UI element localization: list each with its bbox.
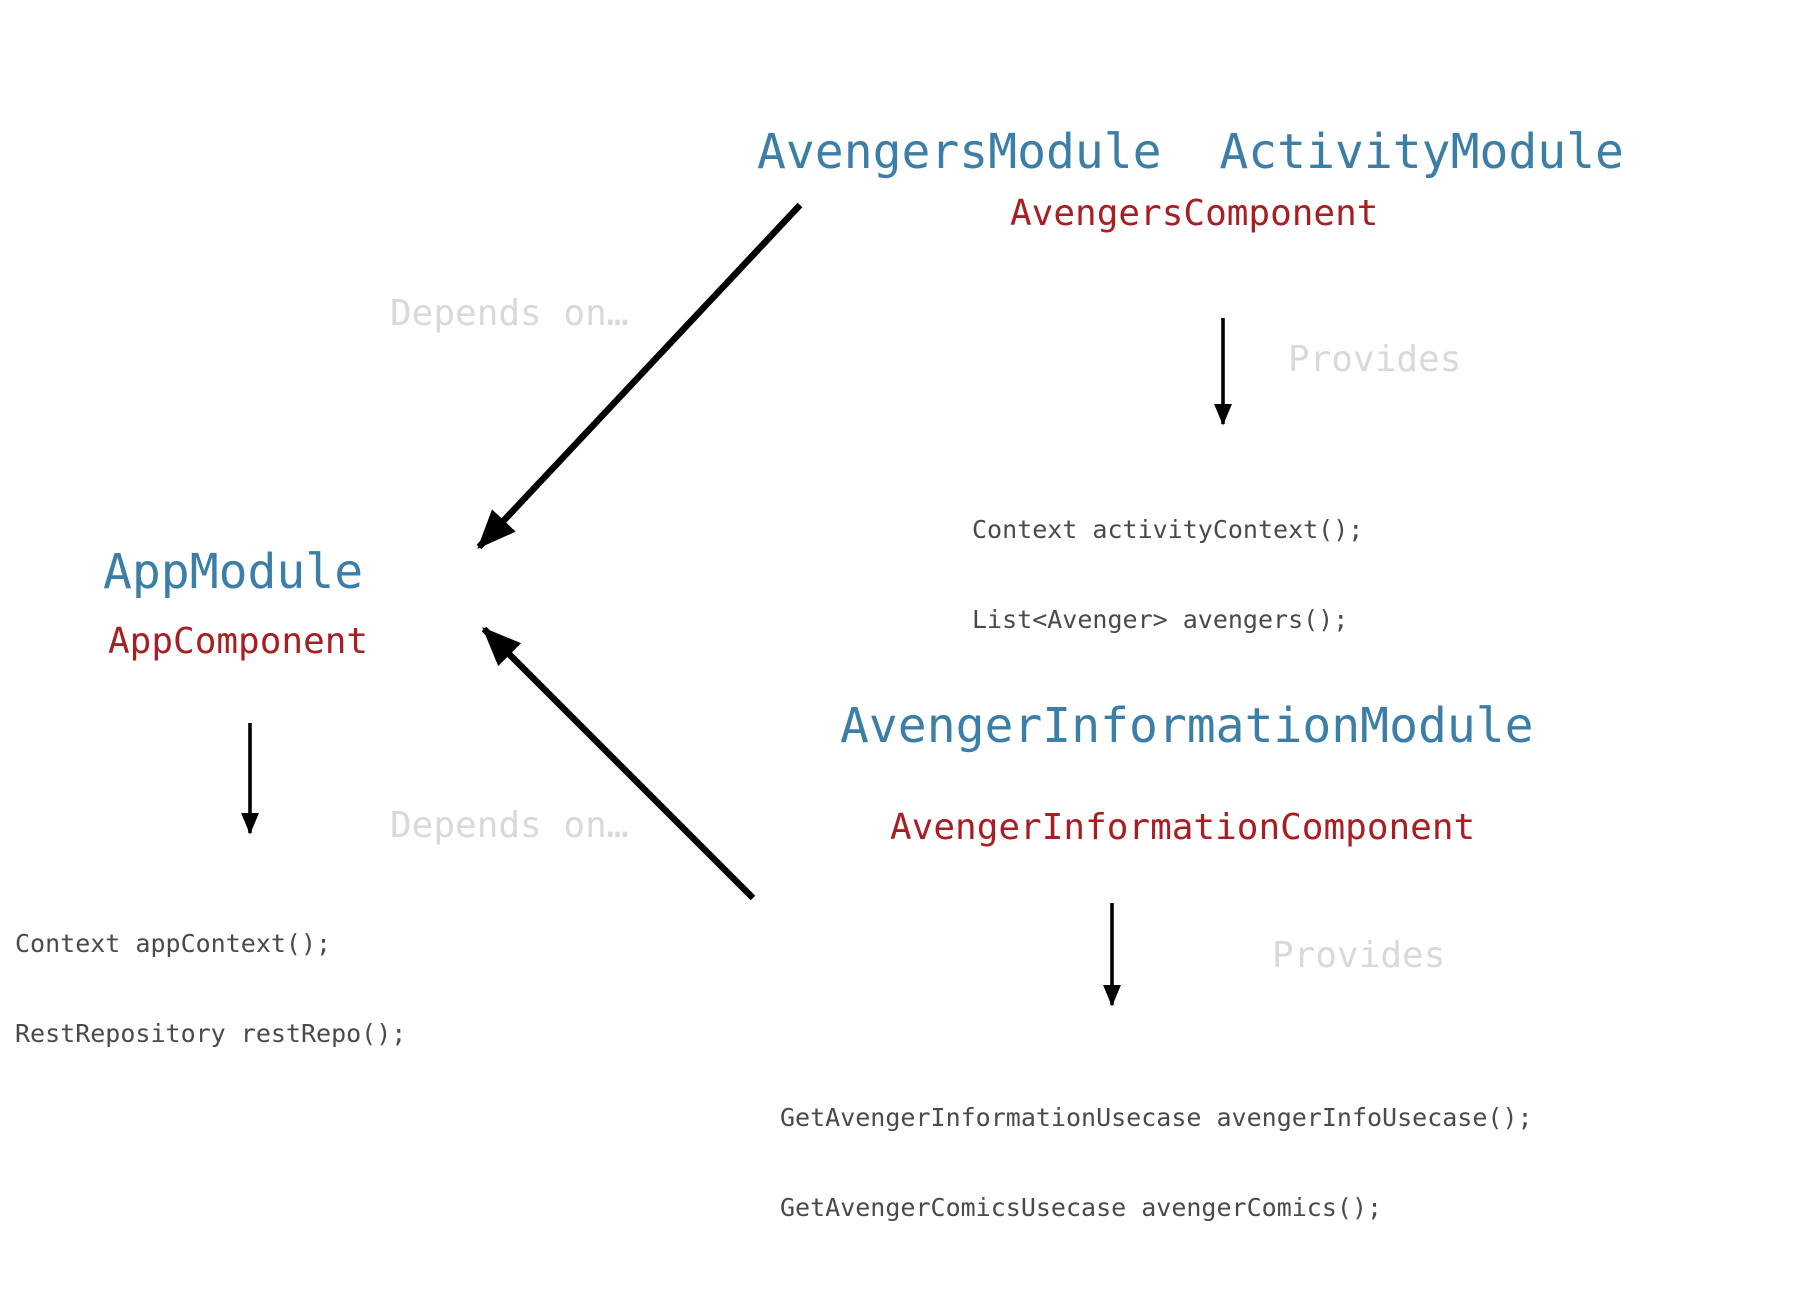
depends-on-label-bottom: Depends on… (390, 805, 629, 846)
component-app: AppComponent (108, 621, 369, 662)
provided-methods-avengers: Context activityContext(); List<Avenger>… (972, 460, 1363, 690)
code-line: Context appContext(); (15, 929, 332, 958)
component-avenger-information: AvengerInformationComponent (890, 807, 1476, 848)
code-line: List<Avenger> avengers(); (972, 605, 1349, 634)
code-line: Context activityContext(); (972, 515, 1364, 544)
module-title-avenger-information: AvengerInformationModule (840, 698, 1534, 754)
provided-methods-avenger-information: GetAvengerInformationUsecase avengerInfo… (780, 1048, 1533, 1278)
provided-methods-app: Context appContext(); RestRepository res… (15, 874, 406, 1104)
depends-arrow-avengerinfo-to-app (481, 626, 756, 901)
depends-arrow-avengers-to-app (476, 202, 803, 550)
code-line: GetAvengerInformationUsecase avengerInfo… (780, 1103, 1533, 1132)
module-title-app: AppModule (103, 544, 364, 600)
module-title-avengers-activity: AvengersModule ActivityModule (757, 124, 1624, 180)
component-avengers: AvengersComponent (1010, 193, 1379, 234)
code-line: RestRepository restRepo(); (15, 1019, 407, 1048)
provides-label-avengers: Provides (1288, 339, 1462, 380)
depends-on-label-top: Depends on… (390, 293, 629, 334)
provides-label-avenger-information: Provides (1272, 935, 1446, 976)
code-line: GetAvengerComicsUsecase avengerComics(); (780, 1193, 1383, 1222)
